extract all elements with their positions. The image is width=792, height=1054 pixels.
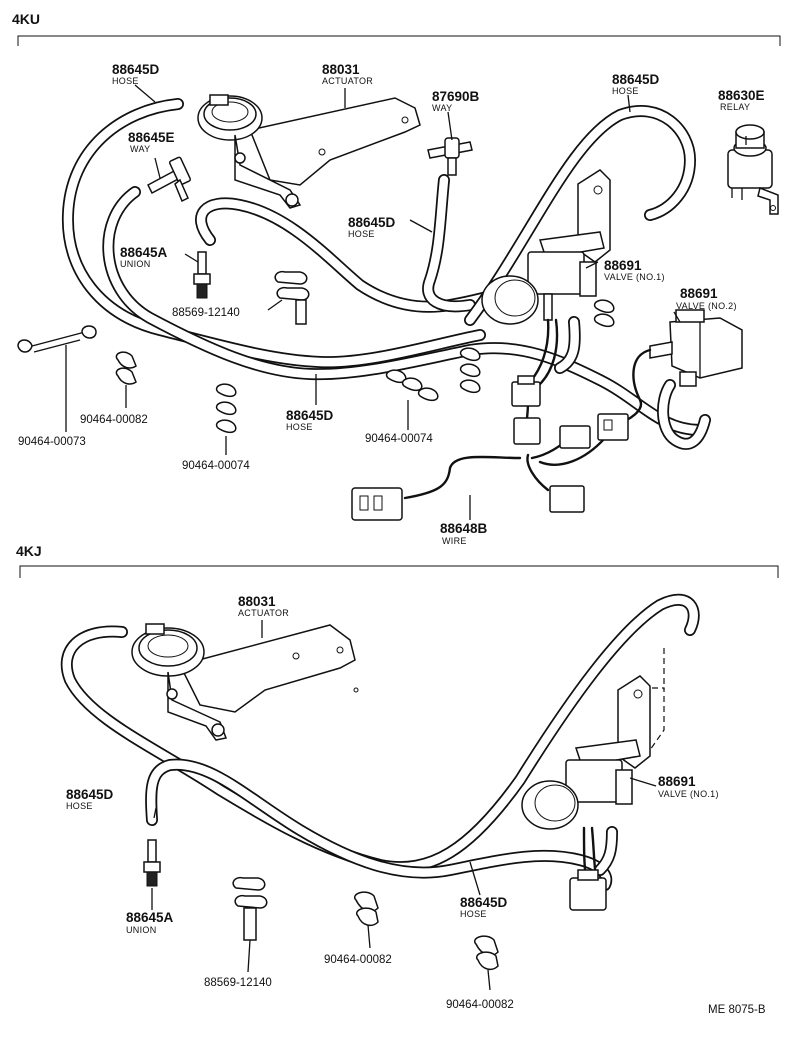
label-kj-hose-bottom-pn: 88645D — [460, 895, 508, 910]
section-bracket-4ku — [17, 35, 781, 46]
label-kj-valve1-pn: 88691 — [658, 774, 696, 789]
clip-90464-00073 — [17, 325, 97, 353]
clip-88569-4ku — [274, 270, 310, 325]
valve-no1-4ku — [481, 169, 611, 325]
actuator-4ku — [197, 94, 421, 209]
label-clip-00074-a: 90464-00074 — [182, 460, 250, 472]
label-valve1-pn: 88691 — [604, 258, 642, 273]
leaders-4ku — [65, 84, 747, 520]
relay-88630e — [727, 124, 779, 215]
clip-90464-00082-4kj-b — [473, 935, 499, 971]
label-way-88645e-desc: WAY — [130, 144, 150, 154]
label-clip-88569-4ku: 88569-12140 — [172, 307, 240, 319]
label-kj-actuator-desc: ACTUATOR — [238, 608, 289, 618]
label-valve1-desc: VALVE (NO.1) — [604, 272, 665, 282]
label-way-87690b-desc: WAY — [432, 103, 452, 113]
label-kj-hose-left-pn: 88645D — [66, 787, 114, 802]
label-relay-pn: 88630E — [718, 88, 765, 103]
section-bracket-4kj — [19, 565, 779, 578]
label-kj-hose-left-desc: HOSE — [66, 801, 93, 811]
label-kj-clip-00082-b: 90464-00082 — [446, 999, 514, 1011]
label-kj-clip-88569: 88569-12140 — [204, 977, 272, 989]
label-wire-desc: WIRE — [442, 536, 467, 546]
label-union-pn: 88645A — [120, 245, 168, 260]
labels-4kj: 88031 ACTUATOR 88645D HOSE 88691 VALVE (… — [66, 594, 719, 1011]
label-hose-left-desc: HOSE — [112, 76, 139, 86]
label-union-desc: UNION — [120, 259, 151, 269]
label-clip-00073: 90464-00073 — [18, 436, 86, 448]
way-fitting-88645e — [147, 156, 192, 203]
labels-4ku: 88645D HOSE 88031 ACTUATOR 87690B WAY 88… — [18, 62, 765, 546]
hose-assembly-4ku — [61, 98, 711, 450]
label-kj-union-pn: 88645A — [126, 910, 174, 925]
hose-assembly-4kj — [60, 593, 700, 891]
label-wire-pn: 88648B — [440, 521, 488, 536]
label-clip-00074-b: 90464-00074 — [365, 433, 433, 445]
union-88645a-4kj — [143, 839, 161, 887]
section-label-4ku: 4KU — [12, 11, 40, 27]
actuator-4kj — [131, 623, 359, 741]
label-hose-right-desc: HOSE — [612, 86, 639, 96]
label-hose-right-pn: 88645D — [612, 72, 660, 87]
label-valve2-desc: VALVE (NO.2) — [676, 301, 737, 311]
label-kj-hose-bottom-desc: HOSE — [460, 909, 487, 919]
label-actuator-desc: ACTUATOR — [322, 76, 373, 86]
drawing-reference: ME 8075-B — [708, 1004, 766, 1016]
leaders-4kj — [151, 620, 657, 991]
label-hose-bottom-desc: HOSE — [286, 422, 313, 432]
section-4kj: 4KJ — [16, 543, 779, 1011]
label-hose-left-pn: 88645D — [112, 62, 160, 77]
label-valve2-pn: 88691 — [680, 286, 718, 301]
label-way-87690b-pn: 87690B — [432, 89, 480, 104]
clip-90464-00074-a — [215, 383, 237, 434]
label-hose-mid-pn: 88645D — [348, 215, 396, 230]
way-fitting-87690b — [427, 137, 473, 176]
clip-88569-4kj — [232, 876, 268, 941]
clip-90464-00082-4kj-a — [353, 891, 379, 927]
label-relay-desc: RELAY — [720, 102, 750, 112]
label-actuator-pn: 88031 — [322, 62, 360, 77]
label-hose-mid-desc: HOSE — [348, 229, 375, 239]
section-label-4kj: 4KJ — [16, 543, 42, 559]
label-clip-00082-4ku: 90464-00082 — [80, 414, 148, 426]
clip-90464-00074-b — [385, 299, 615, 402]
clip-90464-00082-4ku — [115, 351, 137, 385]
label-kj-valve1-desc: VALVE (NO.1) — [658, 789, 719, 799]
label-kj-actuator-pn: 88031 — [238, 594, 276, 609]
label-kj-union-desc: UNION — [126, 925, 157, 935]
section-4ku: 4KU — [12, 11, 781, 546]
union-88645a-4ku — [193, 251, 211, 299]
valve-no2-4ku — [649, 309, 743, 387]
label-kj-clip-00082-a: 90464-00082 — [324, 954, 392, 966]
label-hose-bottom-pn: 88645D — [286, 408, 334, 423]
valve-no1-4kj — [521, 648, 665, 911]
wire-harness-88648b — [351, 318, 652, 521]
label-way-88645e-pn: 88645E — [128, 130, 175, 145]
